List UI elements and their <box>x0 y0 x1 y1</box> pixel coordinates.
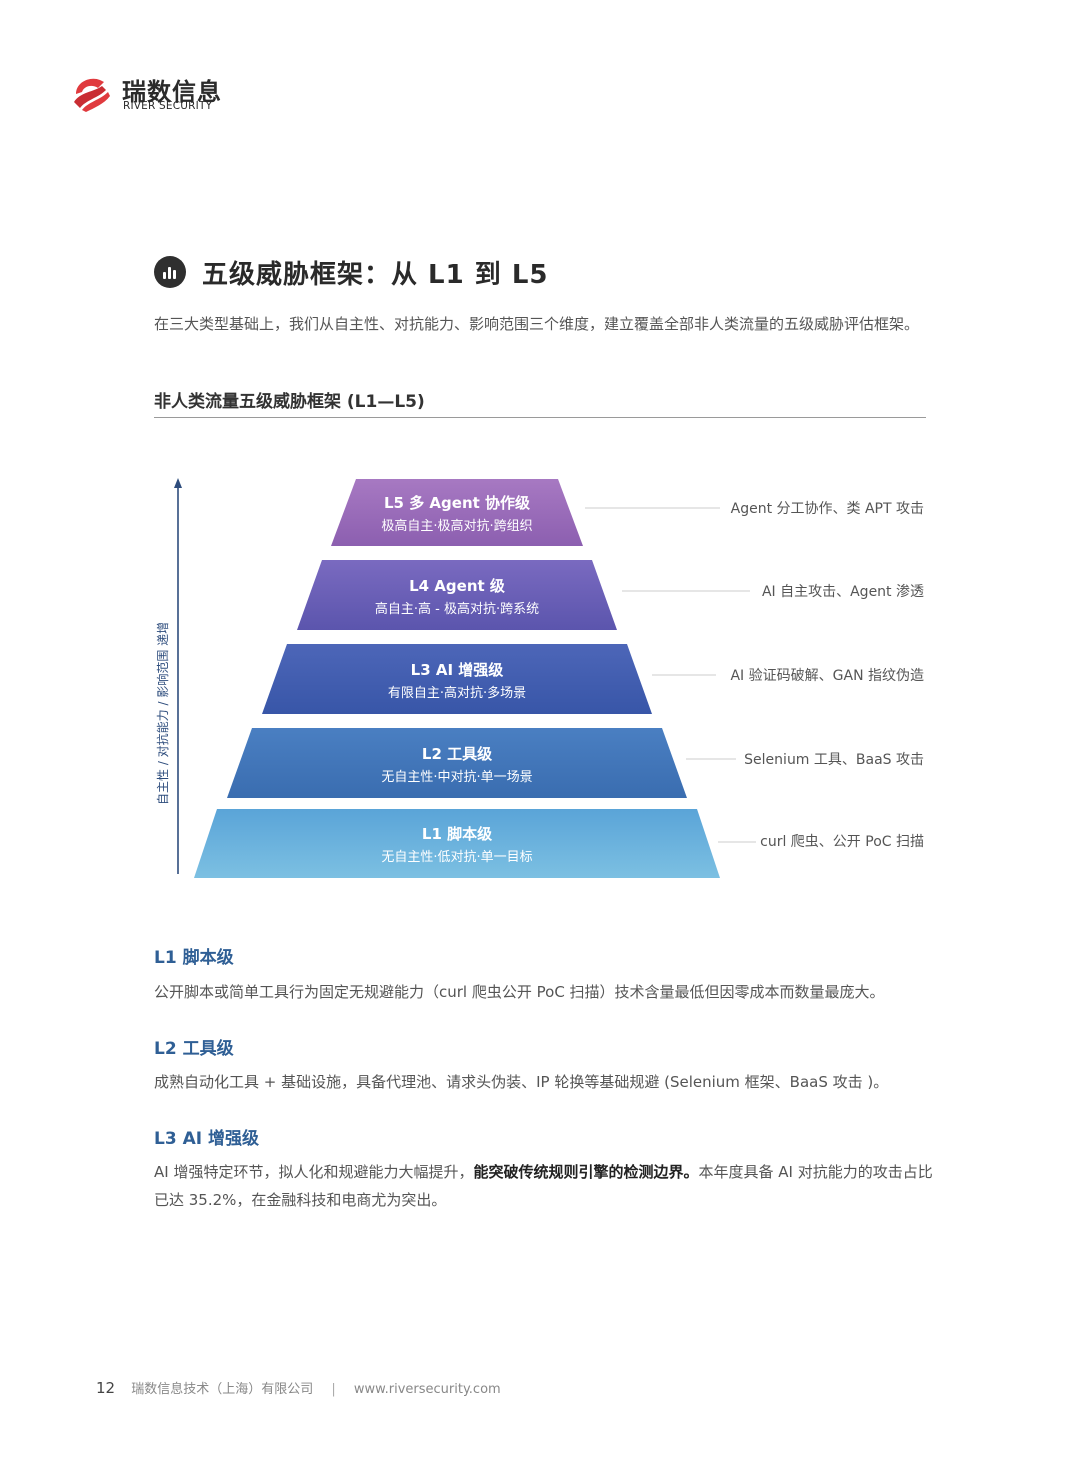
level-l4-subtitle: 高自主·高 - 极高对抗·跨系统 <box>375 601 539 617</box>
figure-title-divider <box>154 417 926 418</box>
detail-text-l2: 成熟自动化工具 + 基础设施，具备代理池、请求头伪装、IP 轮换等基础规避 (S… <box>154 1073 889 1091</box>
detail-heading-l2: L2 工具级 <box>154 1039 234 1059</box>
axis-arrow-icon <box>174 478 182 488</box>
level-l1-note: curl 爬虫、公开 PoC 扫描 <box>760 834 924 850</box>
logo-text-cn: 瑞数信息 <box>122 78 222 106</box>
detail-text-l1: 公开脚本或简单工具行为固定无规避能力（curl 爬虫公开 PoC 扫描）技术含量… <box>154 983 885 1001</box>
level-l5-title: L5 多 Agent 协作级 <box>384 494 531 512</box>
level-l2: L2 工具级 无自主性·中对抗·单一场景 Selenium 工具、BaaS 攻击 <box>227 728 924 798</box>
level-l4-note: AI 自主攻击、Agent 渗透 <box>762 584 924 600</box>
level-l2-title: L2 工具级 <box>422 745 493 763</box>
section-intro: 在三大类型基础上，我们从自主性、对抗能力、影响范围三个维度，建立覆盖全部非人类流… <box>154 315 920 333</box>
level-l4-title: L4 Agent 级 <box>409 577 506 595</box>
detail-heading-l1: L1 脚本级 <box>154 948 234 968</box>
level-l3-note: AI 验证码破解、GAN 指纹伪造 <box>730 668 924 684</box>
footer-company: 瑞数信息技术（上海）有限公司 <box>131 1382 314 1397</box>
section-heading: 五级威胁框架：从 L1 到 L5 <box>154 254 954 290</box>
detail-text-l3-part1: AI 增强特定环节，拟人化和规避能力大幅提升， <box>154 1163 474 1181</box>
footer-website-link[interactable]: www.riversecurity.com <box>353 1382 501 1397</box>
threat-pyramid-diagram: 自主性 / 对抗能力 / 影响范围 递增 L5 多 Agent 协作级 极高自主… <box>155 478 924 878</box>
logo-text-en: RIVER SECURITY <box>123 100 213 112</box>
company-logo: 瑞数信息 RIVER SECURITY <box>70 72 230 116</box>
level-l1-subtitle: 无自主性·低对抗·单一目标 <box>381 850 532 865</box>
section-title: 五级威胁框架：从 L1 到 L5 <box>202 260 549 290</box>
level-l3: L3 AI 增强级 有限自主·高对抗·多场景 AI 验证码破解、GAN 指纹伪造 <box>262 644 924 714</box>
level-l5: L5 多 Agent 协作级 极高自主·极高对抗·跨组织 Agent 分工协作、… <box>331 479 924 546</box>
detail-text-l3-emphasis: 能突破传统规则引擎的检测边界。 <box>473 1163 699 1181</box>
level-l1: L1 脚本级 无自主性·低对抗·单一目标 curl 爬虫、公开 PoC 扫描 <box>194 809 924 878</box>
level-l2-note: Selenium 工具、BaaS 攻击 <box>744 752 924 768</box>
detail-heading-l3: L3 AI 增强级 <box>154 1129 259 1149</box>
axis-label: 自主性 / 对抗能力 / 影响范围 递增 <box>155 622 170 805</box>
river-security-logo-icon <box>74 78 110 112</box>
bar-chart-icon <box>154 256 186 288</box>
level-l3-title: L3 AI 增强级 <box>411 661 505 679</box>
level-l3-subtitle: 有限自主·高对抗·多场景 <box>388 685 526 701</box>
figure-title: 非人类流量五级威胁框架 (L1—L5) <box>154 392 425 412</box>
detail-text-l3: AI 增强特定环节，拟人化和规避能力大幅提升，能突破传统规则引擎的检测边界。本年… <box>154 1158 944 1214</box>
level-l5-subtitle: 极高自主·极高对抗·跨组织 <box>381 518 532 534</box>
footer-separator: | <box>331 1382 336 1397</box>
page-number: 12 <box>96 1379 116 1397</box>
level-l1-title: L1 脚本级 <box>422 825 493 843</box>
page-footer: 12 瑞数信息技术（上海）有限公司 | www.riversecurity.co… <box>96 1378 501 1397</box>
level-l2-subtitle: 无自主性·中对抗·单一场景 <box>381 770 532 785</box>
level-l5-note: Agent 分工协作、类 APT 攻击 <box>731 501 924 517</box>
detail-text-l3-part2: 本年度具备 AI 对抗能力的攻击占比已达 35.2%，在金融科技和电商尤为突出。 <box>154 1163 933 1209</box>
level-l4: L4 Agent 级 高自主·高 - 极高对抗·跨系统 AI 自主攻击、Agen… <box>297 560 924 630</box>
